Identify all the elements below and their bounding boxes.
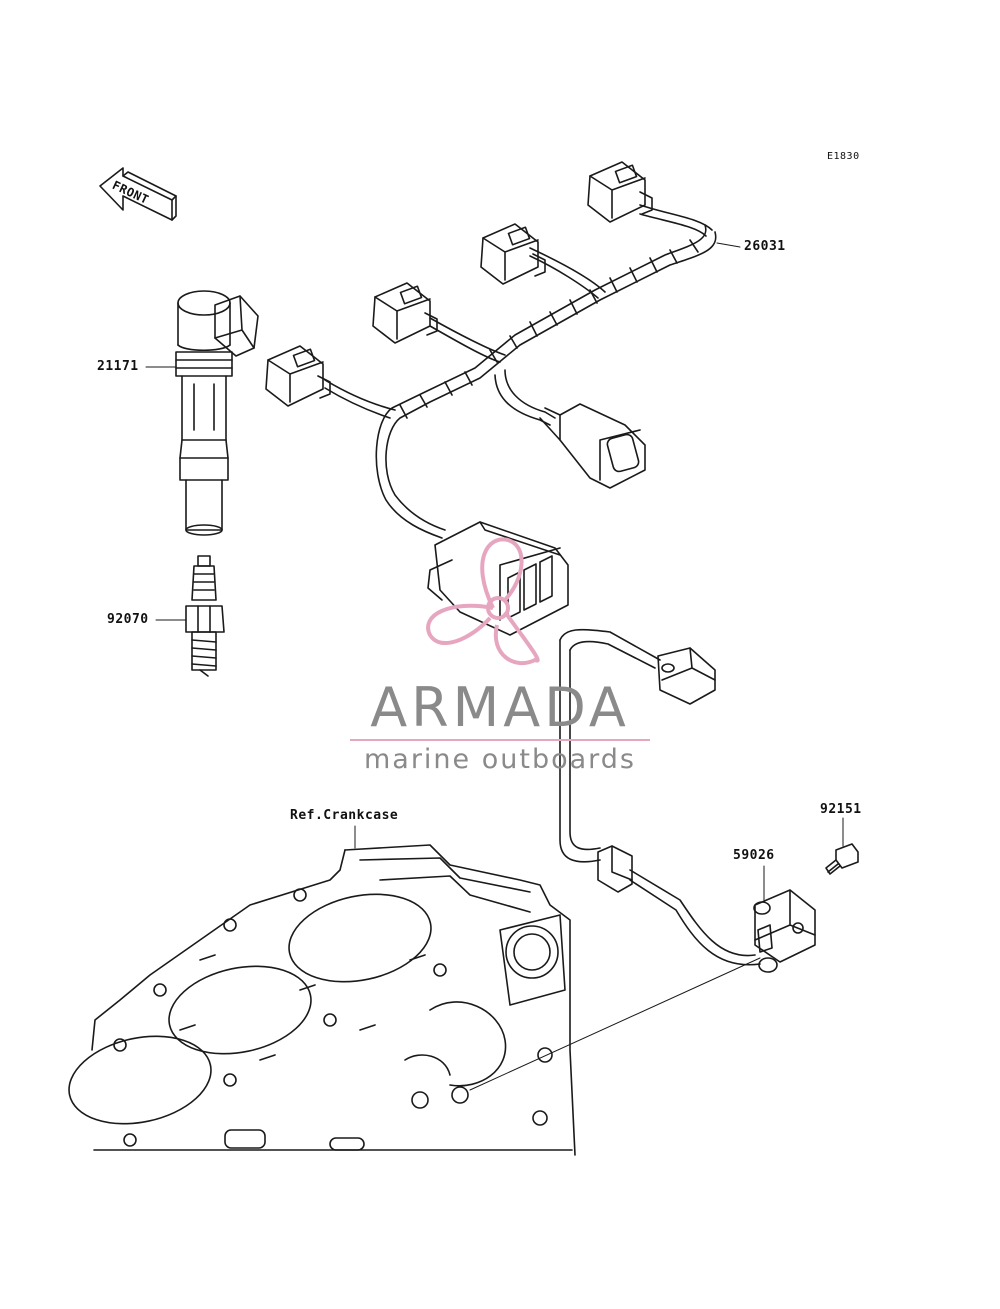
watermark-brand: ARMADA — [370, 676, 630, 739]
callout-26031: 26031 — [744, 239, 786, 254]
harness-connector-2 — [480, 223, 546, 285]
watermark-tagline: marine outboards — [363, 744, 636, 775]
sensor-cable-connector — [657, 647, 716, 705]
sensor-side-connector — [539, 403, 646, 489]
harness-connector-4 — [265, 345, 331, 407]
crank-sensor — [753, 889, 816, 973]
callout-ref-crankcase: Ref.Crankcase — [290, 808, 399, 823]
diagram-code: E1830 — [827, 151, 860, 162]
callout-92151: 92151 — [820, 802, 862, 817]
cable-clamp — [597, 845, 633, 893]
ignition-coil — [175, 290, 259, 536]
callout-21171: 21171 — [97, 359, 139, 374]
crankcase-outline — [68, 844, 576, 1156]
wiring-harness — [324, 204, 717, 539]
callout-92070: 92070 — [107, 612, 149, 627]
harness-connector-3 — [372, 282, 438, 344]
callout-59026: 59026 — [733, 848, 775, 863]
harness-connector-1 — [587, 161, 653, 223]
sensor-cable — [559, 628, 761, 966]
sensor-bolt — [825, 843, 859, 875]
front-arrow-icon — [99, 167, 177, 221]
watermark-divider — [350, 739, 650, 741]
armada-logo-icon — [426, 537, 540, 666]
leader-lines — [145, 242, 844, 1091]
spark-plug — [185, 555, 225, 677]
